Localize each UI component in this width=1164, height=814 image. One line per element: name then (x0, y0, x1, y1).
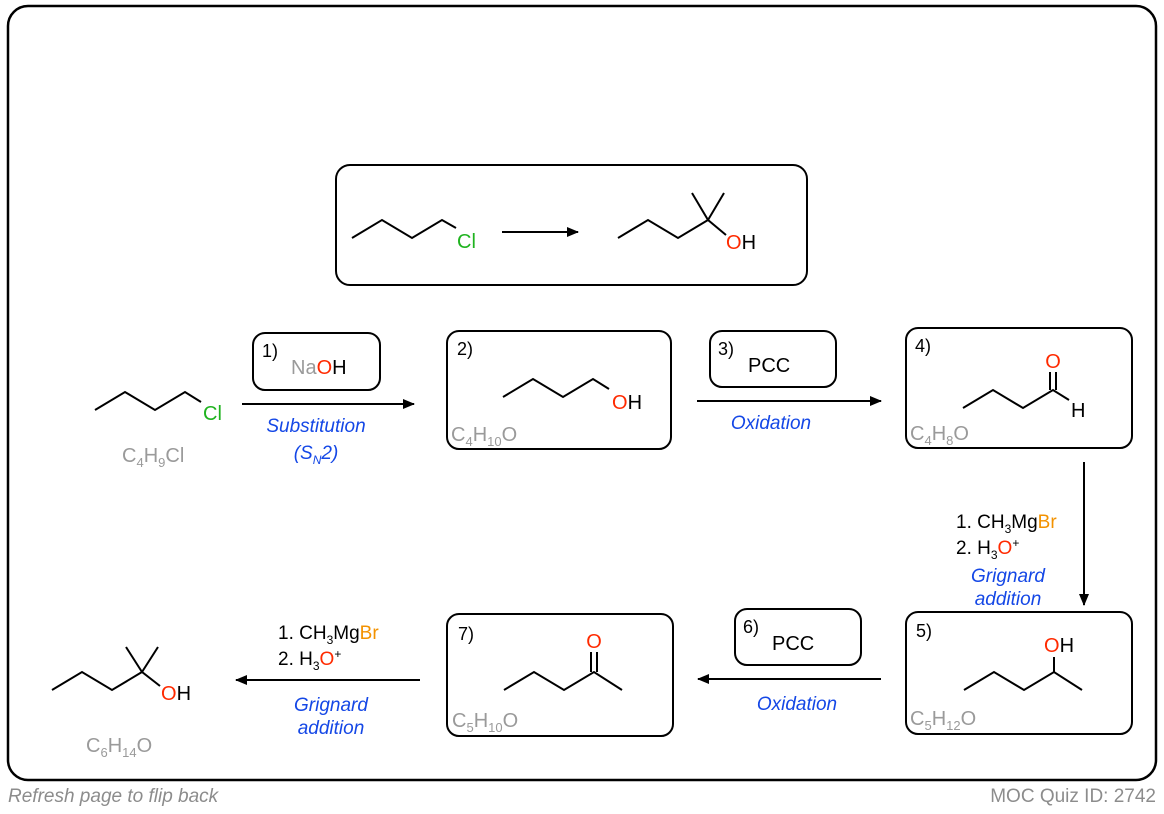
label-grignard-1: Grignard (971, 566, 1046, 587)
pentanol-oh-label: OH (1044, 635, 1074, 657)
quiz-id: MOC Quiz ID: 2742 (990, 786, 1156, 807)
formula-c4h8o: C4H8O (910, 423, 969, 448)
problem-box: Cl OH (335, 164, 808, 286)
grignard-reagent-2: 1. CH3MgBr (278, 623, 379, 647)
refresh-hint: Refresh page to flip back (8, 786, 219, 807)
butanal-o-label: O (1045, 351, 1061, 373)
formula-c4h10o: C4H10O (451, 424, 517, 449)
formula-c5h10o: C5H10O (452, 710, 518, 735)
label-oxidation-1: Oxidation (731, 413, 811, 434)
label-oxidation-2: Oxidation (757, 694, 837, 715)
step6-pcc: PCC (772, 633, 814, 655)
reactant-skeleton (351, 218, 457, 240)
label-substitution: Substitution (266, 416, 365, 437)
step6-reagent: 6) PCC (734, 608, 862, 666)
acid-reagent-1: 2. H3O+ (956, 536, 1019, 562)
formula-c4h9cl: C4H9Cl (122, 445, 184, 470)
step4-number: 4) (915, 336, 931, 356)
label-addition-1: addition (975, 589, 1042, 610)
label-sn2: (SN2) (294, 443, 339, 467)
step1-reagent: 1) NaOH (252, 332, 381, 391)
label-grignard-2: Grignard (294, 695, 369, 716)
formula-c5h12o: C5H12O (910, 708, 976, 733)
product-skeleton (617, 218, 727, 240)
step3-reagent: 3) PCC (709, 330, 837, 388)
outer-card (6, 4, 1158, 782)
box-step5: 5) OH C5H12O (905, 611, 1133, 735)
pentanone-o-label: O (586, 631, 602, 653)
label-addition-2: addition (298, 718, 365, 739)
step5-number: 5) (916, 621, 932, 641)
final-oh-label: OH (161, 683, 191, 705)
butanal-h-label: H (1071, 400, 1085, 422)
box-step7: 7) O C5H10O (446, 613, 674, 737)
step7-number: 7) (458, 624, 474, 644)
step3-number: 3) (718, 339, 734, 359)
final-product: OH C6H14O (51, 646, 191, 760)
step6-number: 6) (743, 617, 759, 637)
naoh-label: NaOH (291, 357, 347, 379)
step1-number: 1) (262, 341, 278, 361)
start-material: Cl C4H9Cl (94, 390, 222, 470)
problem-cl-label: Cl (457, 231, 476, 253)
formula-c6h14o: C6H14O (86, 735, 152, 760)
start-cl-label: Cl (203, 403, 222, 425)
butanol-oh-label: OH (612, 392, 642, 414)
step2-number: 2) (457, 339, 473, 359)
box-step2: 2) OH C4H10O (446, 330, 672, 450)
grignard-reagent-1: 1. CH3MgBr (956, 512, 1057, 536)
acid-reagent-2: 2. H3O+ (278, 647, 341, 673)
problem-oh-label: OH (726, 232, 756, 254)
step3-pcc: PCC (748, 355, 790, 377)
box-step4: 4) O H C4H8O (905, 327, 1133, 449)
